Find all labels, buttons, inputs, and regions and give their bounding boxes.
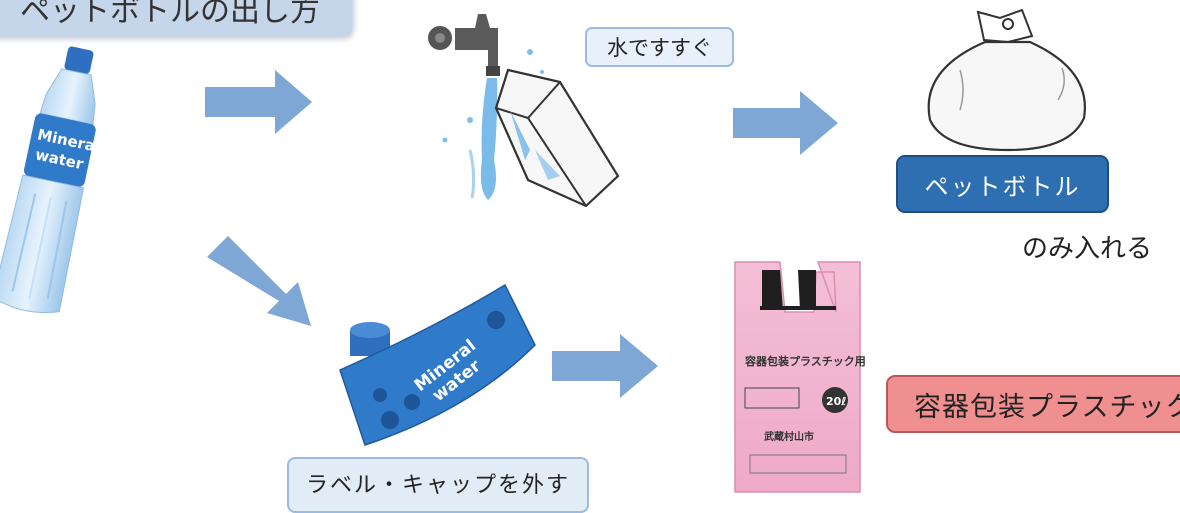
arrow-diagonal-icon <box>207 236 311 326</box>
pet-bottle-text: ペットボトル <box>924 172 1081 201</box>
water-bottle-icon: Mineral water <box>0 46 102 314</box>
bottle-cap-removed-icon <box>350 322 390 356</box>
remove-label-cap-text: ラベル・キャップを外す <box>305 473 570 498</box>
bottle-label-removed-icon: Mineral water <box>339 283 536 446</box>
bag-city-text: 武蔵村山市 <box>764 430 814 443</box>
rinse-text: 水ですすぐ <box>607 36 712 60</box>
illustration-canvas: Mineral water <box>0 8 1086 493</box>
container-plastic-text: 容器包装プラスチック <box>914 391 1180 423</box>
only-put-text: のみ入れる <box>1022 234 1153 264</box>
milk-carton-icon <box>494 68 620 208</box>
pet-bottle-label: ペットボトル <box>896 155 1109 213</box>
title-box: ペットボトルの出し方 <box>0 0 352 36</box>
water-stream-icon <box>442 49 544 200</box>
faucet-icon <box>428 14 500 76</box>
remove-label-cap-label: ラベル・キャップを外す <box>287 457 589 513</box>
garbage-bag-icon <box>927 8 1086 152</box>
container-plastic-label: 容器包装プラスチック <box>886 375 1180 433</box>
bottle-cap-icon <box>64 46 94 74</box>
arrow-right-3-icon <box>552 334 658 398</box>
bag-heading-text: 容器包装プラスチック用 <box>744 354 866 368</box>
plastic-bag-icon: 容器包装プラスチック用 20ℓ 武蔵村山市 <box>734 261 866 493</box>
bag-size-text: 20ℓ <box>826 395 847 408</box>
rinse-label: 水ですすぐ <box>585 27 734 67</box>
page-title: ペットボトルの出し方 <box>20 0 320 29</box>
arrow-right-1-icon <box>205 70 312 134</box>
arrow-right-2-icon <box>733 91 838 155</box>
bottle-label-band <box>23 113 96 187</box>
